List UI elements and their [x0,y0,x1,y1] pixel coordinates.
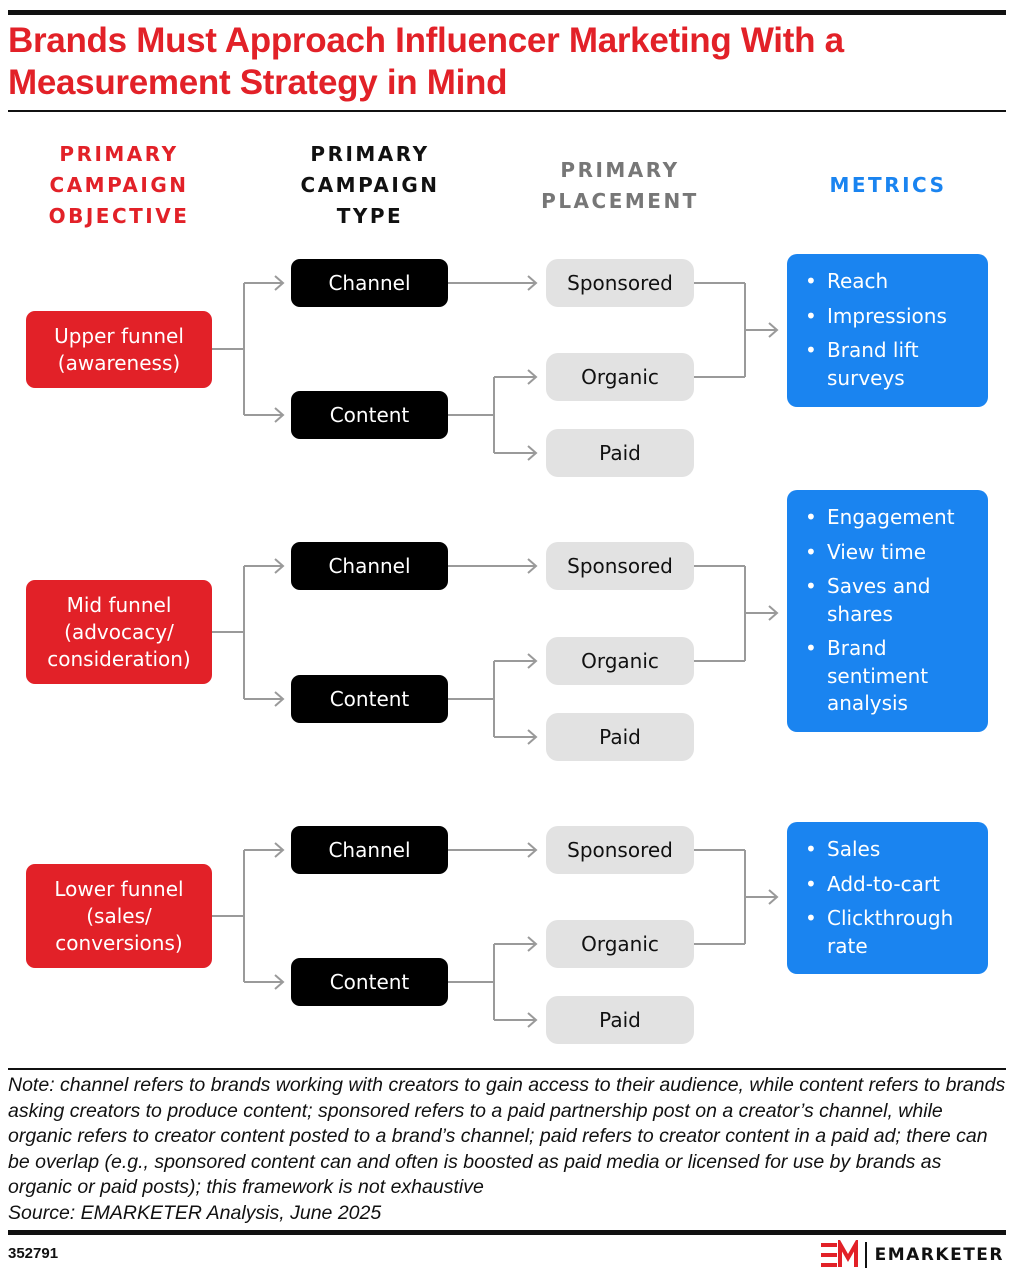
arrowhead [274,558,285,574]
metrics-box-lower-funnel: Sales Add-to-cart Clickthrough rate [787,822,988,974]
page-title: Brands Must Approach Influencer Marketin… [8,21,844,102]
objective-mid-funnel: Mid funnel (advocacy/ consideration) [26,580,212,684]
metrics-box-upper-funnel: Reach Impressions Brand lift surveys [787,254,988,407]
arrowhead [768,605,779,621]
metrics-box-mid-funnel: Engagement View time Saves and shares Br… [787,490,988,732]
arrowhead [274,407,285,423]
placement-organic: Organic [546,353,694,401]
arrowhead [527,842,538,858]
placement-paid: Paid [546,429,694,477]
placement-sponsored: Sponsored [546,542,694,590]
arrowhead [527,936,538,952]
metric-item: Brand lift surveys [805,337,972,392]
objective-lower-funnel: Lower funnel (sales/ conversions) [26,864,212,968]
logo-wordmark: EMARKETER [874,1245,1004,1265]
arrowhead [527,445,538,461]
connector-lines [212,275,779,1028]
arrowhead [274,275,285,291]
metric-item: Clickthrough rate [805,905,972,960]
metric-item: Reach [805,268,972,296]
footnote: Note: channel refers to brands working w… [8,1073,1008,1226]
arrowhead [527,1012,538,1028]
placement-sponsored: Sponsored [546,826,694,874]
metric-item: Add-to-cart [805,871,972,899]
arrowhead [527,558,538,574]
note-divider [8,1068,1006,1070]
placement-paid: Paid [546,996,694,1044]
column-header-objective: PRIMARY CAMPAIGN OBJECTIVE [48,142,190,228]
arrowhead [274,691,285,707]
metric-item: View time [805,539,972,567]
column-header-metrics: METRICS [829,173,947,197]
placement-paid: Paid [546,713,694,761]
emarketer-logo: EMARKETER [820,1240,1004,1270]
placement-organic: Organic [546,637,694,685]
column-header-type: PRIMARY CAMPAIGN TYPE [300,142,440,228]
arrowhead [768,322,779,338]
top-rule [8,10,1006,15]
arrowhead [274,842,285,858]
placement-organic: Organic [546,920,694,968]
metric-item: Sales [805,836,972,864]
type-content: Content [291,958,448,1006]
arrowhead [527,275,538,291]
objective-upper-funnel: Upper funnel (awareness) [26,311,212,388]
type-channel: Channel [291,826,448,874]
placement-sponsored: Sponsored [546,259,694,307]
arrowhead [274,974,285,990]
logo-separator [864,1242,867,1268]
type-channel: Channel [291,542,448,590]
source-text: Source: EMARKETER Analysis, June 2025 [8,1201,382,1224]
type-content: Content [291,391,448,439]
type-channel: Channel [291,259,448,307]
metric-item: Brand sentiment analysis [805,635,972,718]
arrowhead [527,729,538,745]
arrowhead [768,889,779,905]
bottom-rule [8,1230,1006,1235]
em-logo-icon [820,1240,858,1267]
arrowhead [527,653,538,669]
chart-id: 352791 [8,1245,59,1262]
title-divider [8,110,1006,112]
type-content: Content [291,675,448,723]
metric-item: Impressions [805,303,972,331]
arrowhead [527,369,538,385]
column-header-placement: PRIMARY PLACEMENT [541,158,699,213]
metric-item: Saves and shares [805,573,972,628]
note-text: Note: channel refers to brands working w… [8,1074,1006,1198]
metric-item: Engagement [805,504,972,532]
